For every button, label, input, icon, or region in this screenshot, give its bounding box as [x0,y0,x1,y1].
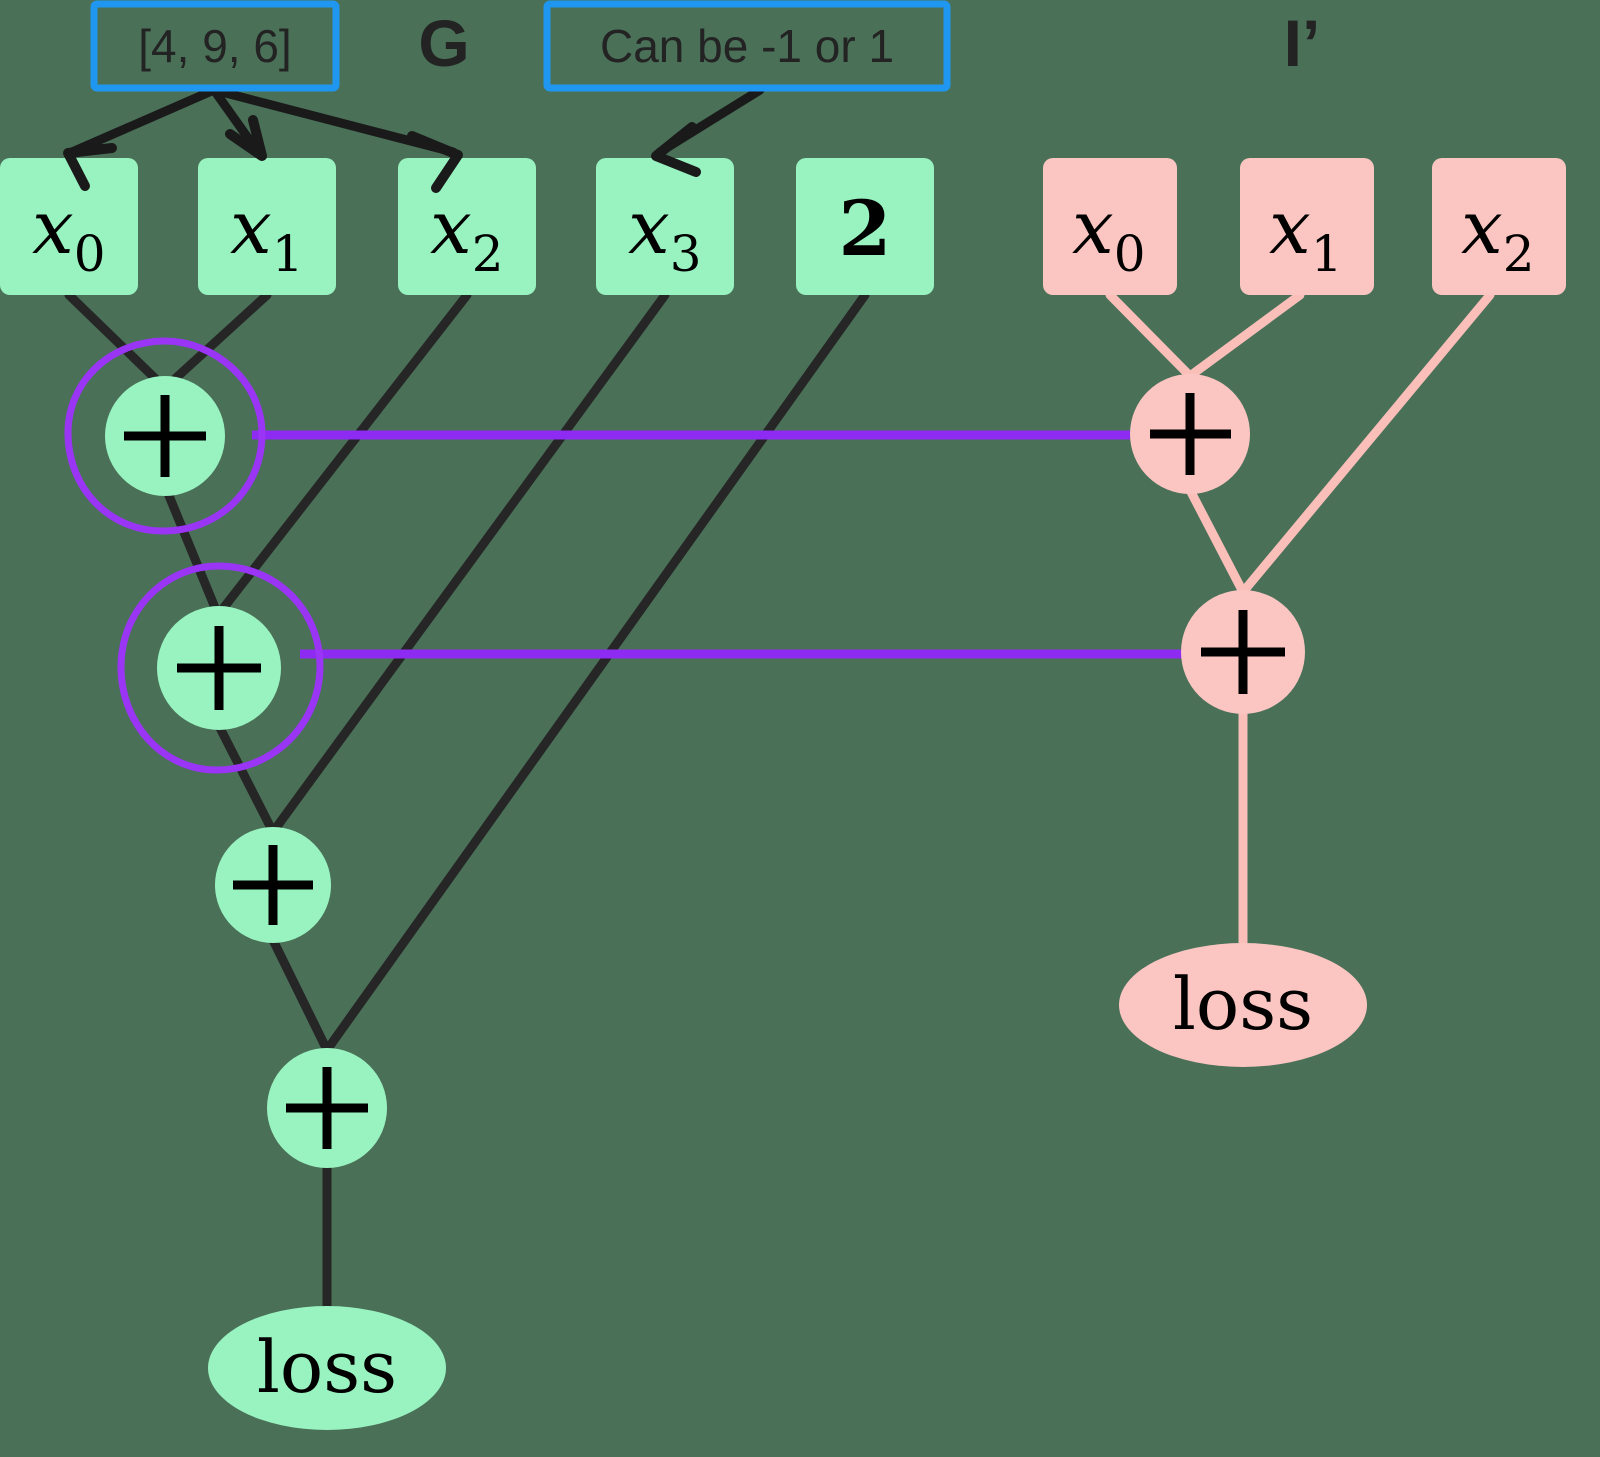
right-graph-operations [1130,374,1305,714]
node-i-x2[interactable]: x2 [1432,158,1566,295]
node-g-x3[interactable]: x3 [596,158,734,295]
node-i-add-1[interactable] [1130,374,1250,494]
edge-gx0-add1 [64,290,170,393]
edge-iadd1-iadd2 [1185,485,1248,597]
node-g-x1-box [198,158,336,295]
arrow-to-gx0 [67,85,219,157]
node-i-x0[interactable]: x0 [1043,158,1177,295]
edge-add2-add3 [213,719,278,837]
node-i-x0-label: x0 [1072,185,1146,283]
annotation-vector-box [90,0,340,92]
node-i-loss-label: loss [1173,962,1313,1046]
highlight-ring-add2 [117,562,324,774]
edge-gconst2-add4 [322,290,870,1055]
node-g-x2[interactable]: x2 [398,158,536,295]
annotation-sign[interactable]: Can be -1 or 1 [543,0,951,92]
edge-add1-add2 [160,481,223,620]
annotation-vector[interactable]: [4, 9, 6] [90,0,340,92]
edge-gx1-add1 [160,290,272,393]
arrow-head-gx0 [63,143,117,191]
node-i-x1-box [1240,158,1374,295]
node-g-loss-label: loss [257,1325,397,1409]
node-i-loss[interactable]: loss [1119,943,1367,1067]
node-g-x3-box [596,158,734,295]
node-g-add-2[interactable] [157,606,281,730]
arrow-head-gx2 [407,131,463,193]
edge-ix2-iadd2 [1238,290,1495,597]
node-g-loss-ellipse [208,1306,446,1430]
plus-icon [1201,610,1285,694]
node-g-x2-label: x2 [430,185,504,283]
arrow-to-gx1 [209,85,263,157]
node-g-x0[interactable]: x0 [0,158,138,295]
node-i-x1[interactable]: x1 [1240,158,1374,295]
node-i-x1-label: x1 [1269,185,1343,283]
annotation-sign-box [543,0,951,92]
node-g-x2-box [398,158,536,295]
node-g-x1[interactable]: x1 [198,158,336,295]
right-graph-title: I’ [1284,6,1321,80]
left-graph-leaves: x0 x1 x2 x3 2 [0,158,934,295]
highlight-ring-add1 [64,337,266,535]
edge-ix0-add1 [1105,290,1195,381]
annotation-vector-text: [4, 9, 6] [138,20,291,72]
left-graph-operations [105,376,387,1168]
plus-icon [177,626,261,710]
node-g-add-3[interactable] [215,827,331,943]
node-g-add-4[interactable] [267,1048,387,1168]
node-g-add-1[interactable] [105,376,225,496]
highlight-rings [64,337,324,774]
right-graph-leaves: x0 x1 x2 [1043,158,1566,295]
left-graph-edges [64,290,870,1315]
node-g-x1-label: x1 [230,185,304,283]
node-i-loss-ellipse [1119,943,1367,1067]
plus-icon [124,395,206,477]
edge-gx3-add3 [268,290,670,837]
edge-ix1-add1 [1185,290,1305,381]
node-i-x2-box [1432,158,1566,295]
node-g-const2[interactable]: 2 [796,158,934,295]
arrow-head-gx1 [225,115,267,161]
plus-icon [286,1067,368,1149]
node-g-loss[interactable]: loss [208,1306,446,1430]
plus-icon [1150,393,1231,475]
node-i-add-2[interactable] [1181,590,1305,714]
node-g-const2-label: 2 [839,184,892,273]
annotation-arrows [63,85,765,193]
plus-icon [233,845,313,925]
mapping-links [252,430,1185,659]
arrow-head-gx3 [651,122,701,177]
edge-add3-add4 [268,935,332,1055]
left-graph-title: G [418,6,469,80]
node-g-x0-box [0,158,138,295]
node-g-x0-label: x0 [32,185,106,283]
edge-gx2-add2 [213,290,472,620]
node-g-const2-box [796,158,934,295]
node-i-x0-box [1043,158,1177,295]
right-graph-edges [1105,290,1495,952]
annotation-sign-text: Can be -1 or 1 [600,20,894,72]
node-g-x3-label: x3 [628,185,702,283]
node-i-x2-label: x2 [1461,185,1535,283]
